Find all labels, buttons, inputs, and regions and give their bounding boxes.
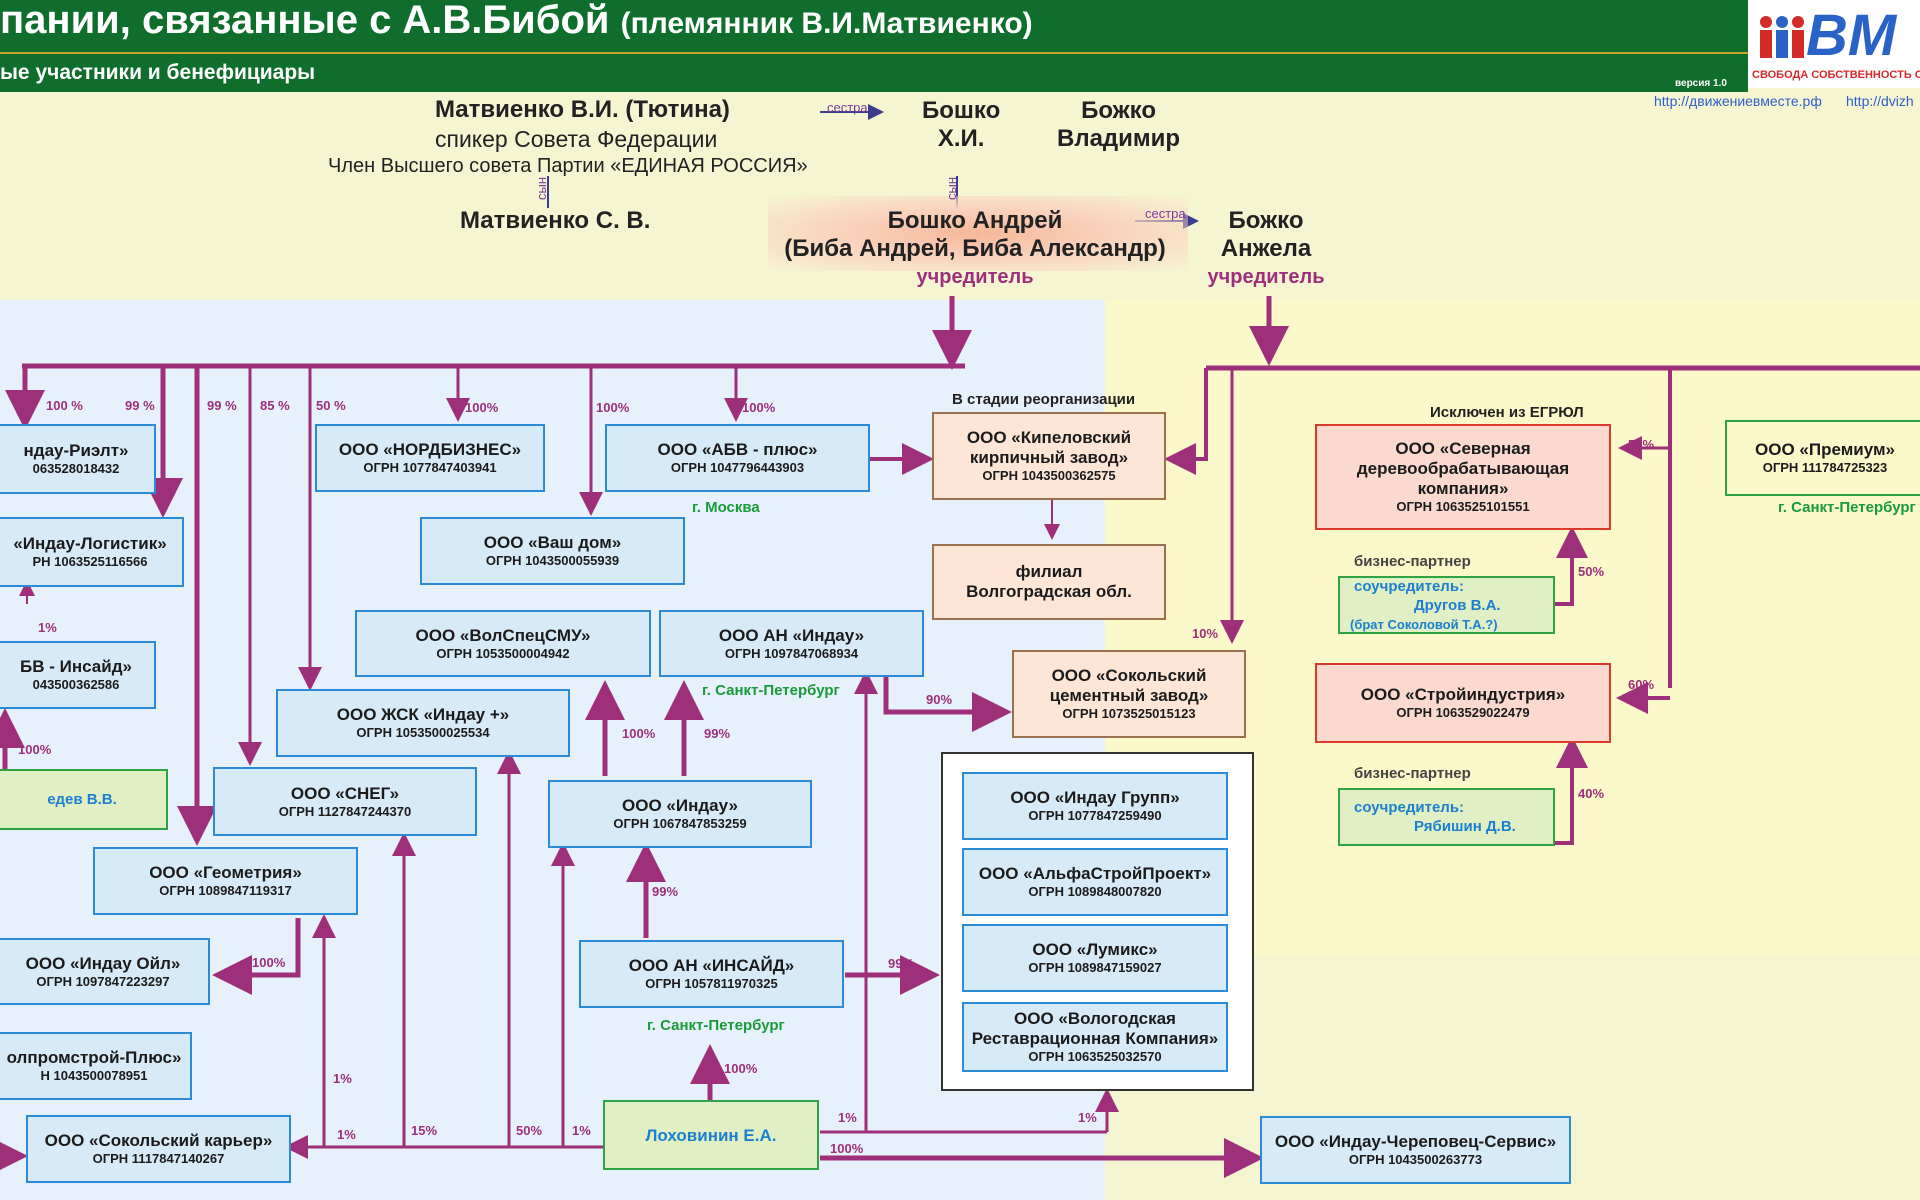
pct-label: 100% [742, 400, 776, 415]
pct-label: 1% [838, 1110, 857, 1125]
city-spb-1: г. Санкт-Петербург [702, 682, 840, 699]
city-spb-3: г. Санкт-Петербург [1778, 499, 1916, 516]
highlight-glow [768, 196, 1188, 271]
header-divider [0, 52, 1748, 54]
pct-label: 100% [724, 1061, 758, 1076]
relation-sister-1: сестра [827, 100, 868, 115]
pct-label: 85 % [260, 398, 290, 413]
label-business-partner-1: бизнес-партнер [1354, 553, 1471, 570]
relation-sister-2: сестра [1145, 206, 1186, 221]
company-zhsk-indau-plus[interactable]: ООО ЖСК «Индау +»ОГРН 1053500025534 [276, 689, 570, 757]
company-volspecsmu[interactable]: ООО «ВолСпецСМУ»ОГРН 1053500004942 [355, 610, 651, 677]
pct-label: 100% [830, 1141, 864, 1156]
company-abv-insayd[interactable]: БВ - Инсайд»043500362586 [0, 641, 156, 709]
site-link-2[interactable]: http://dvizh [1846, 93, 1914, 109]
company-indau-oil[interactable]: ООО «Индау Ойл»ОГРН 1097847223297 [0, 938, 210, 1005]
pct-label: 100% [622, 726, 656, 741]
company-premium[interactable]: ООО «Премиум»ОГРН 111784725323 [1725, 420, 1920, 496]
note-excluded: Исключен из ЕГРЮЛ [1430, 404, 1584, 421]
city-moscow: г. Москва [692, 499, 760, 516]
company-geometriya[interactable]: ООО «Геометрия»ОГРН 1089847119317 [93, 847, 358, 915]
header-bar: пании, связанные с А.В.Бибой (племянник … [0, 0, 1748, 92]
pct-label: 60% [1628, 677, 1655, 692]
company-an-indau[interactable]: ООО АН «Индау»ОГРН 1097847068934 [659, 610, 924, 677]
company-stroyindustriya[interactable]: ООО «Стройиндустрия»ОГРН 1063529022479 [1315, 663, 1611, 743]
company-lumiks[interactable]: ООО «Лумикс»ОГРН 1089847159027 [962, 924, 1228, 992]
pct-label: 100% [18, 742, 52, 757]
company-indau-logistik[interactable]: «Индау-Логистик»РН 1063525116566 [0, 517, 184, 587]
people-icon [1756, 14, 1806, 69]
pct-label: 99 % [207, 398, 237, 413]
company-abv-plus[interactable]: ООО «АБВ - плюс»ОГРН 1047796443903 [605, 424, 870, 492]
company-vash-dom[interactable]: ООО «Ваш дом»ОГРН 1043500055939 [420, 517, 685, 585]
company-indau-grupp[interactable]: ООО «Индау Групп»ОГРН 1077847259490 [962, 772, 1228, 840]
city-spb-2: г. Санкт-Петербург [647, 1017, 785, 1034]
pct-label: 100% [596, 400, 630, 415]
company-nordbiznes[interactable]: ООО «НОРДБИЗНЕС»ОГРН 1077847403941 [315, 424, 545, 492]
person-edev[interactable]: едев В.В. [0, 769, 168, 830]
pct-label: 1% [572, 1123, 591, 1138]
pct-label: 50% [1578, 564, 1605, 579]
pct-label: 50% [516, 1123, 543, 1138]
pct-label: 1% [38, 620, 57, 635]
company-indau-rielt[interactable]: ндау-Риэлт»063528018432 [0, 424, 156, 494]
pct-label: 1% [1078, 1110, 1097, 1125]
version-label: версия 1.0 [1675, 78, 1727, 89]
company-olpromstroy-plus[interactable]: олпромстрой-Плюс»Н 1043500078951 [0, 1032, 192, 1100]
pct-label: 99% [888, 956, 915, 971]
pct-label: 50 % [316, 398, 346, 413]
logo-tagline: СВОБОДА СОБСТВЕННОСТЬ О [1752, 69, 1920, 81]
matvienko-party: Член Высшего совета Партии «ЕДИНАЯ РОССИ… [328, 155, 808, 177]
company-sneg[interactable]: ООО «СНЕГ»ОГРН 1127847244370 [213, 767, 477, 836]
partner-ryabishin[interactable]: соучредитель:Рябишин Д.В. [1338, 788, 1555, 846]
company-alfastroyproekt[interactable]: ООО «АльфаСтройПроект»ОГРН 1089848007820 [962, 848, 1228, 916]
movement-logo: ВМ СВОБОДА СОБСТВЕННОСТЬ О [1748, 0, 1920, 88]
pct-label: 1% [337, 1127, 356, 1142]
relation-son-1: сын [534, 176, 550, 201]
logo-letters: ВМ [1806, 3, 1897, 68]
person-matvienko-vi: Матвиенко В.И. (Тютина) [435, 96, 730, 123]
pct-label: 15% [411, 1123, 438, 1138]
label-business-partner-2: бизнес-партнер [1354, 765, 1471, 782]
page-subtitle: ые участники и бенефициары [0, 61, 316, 84]
pct-label: 40% [1578, 786, 1605, 801]
pct-label: 100% [252, 955, 286, 970]
matvienko-role: спикер Совета Федерации [435, 126, 718, 152]
person-lohovinin[interactable]: Лоховинин Е.А. [603, 1100, 819, 1170]
partner-drugov[interactable]: соучредитель:Другов В.А.(брат Соколовой … [1338, 576, 1555, 634]
pct-label: 90% [926, 692, 953, 707]
relation-son-2: сын [944, 176, 960, 201]
pct-label: 99 % [125, 398, 155, 413]
company-sokolsky-karer[interactable]: ООО «Сокольский карьер»ОГРН 111784714026… [26, 1115, 291, 1183]
note-reorganization: В стадии реорганизации [952, 391, 1136, 408]
pct-label: 10% [1192, 626, 1219, 641]
pct-label: 99% [652, 884, 679, 899]
company-indau-cherepovets[interactable]: ООО «Индау-Череповец-Сервис»ОГРН 1043500… [1260, 1116, 1571, 1184]
company-indau[interactable]: ООО «Индау»ОГРН 1067847853259 [548, 780, 812, 848]
site-link-1[interactable]: http://движениевместе.рф [1654, 93, 1822, 109]
person-boshko-andrey: Бошко Андрей(Биба Андрей, Биба Александр… [784, 207, 1166, 288]
pct-label: 100 % [46, 398, 83, 413]
pct-label: 100% [465, 400, 499, 415]
pct-label: 50% [1628, 437, 1655, 452]
person-matvienko-sv: Матвиенко С. В. [460, 207, 651, 234]
pct-label: 1% [333, 1071, 352, 1086]
company-an-insayd[interactable]: ООО АН «ИНСАЙД»ОГРН 1057811970325 [579, 940, 844, 1008]
pct-label: 99% [704, 726, 731, 741]
page-title: пании, связанные с А.В.Бибой (племянник … [0, 0, 1033, 42]
